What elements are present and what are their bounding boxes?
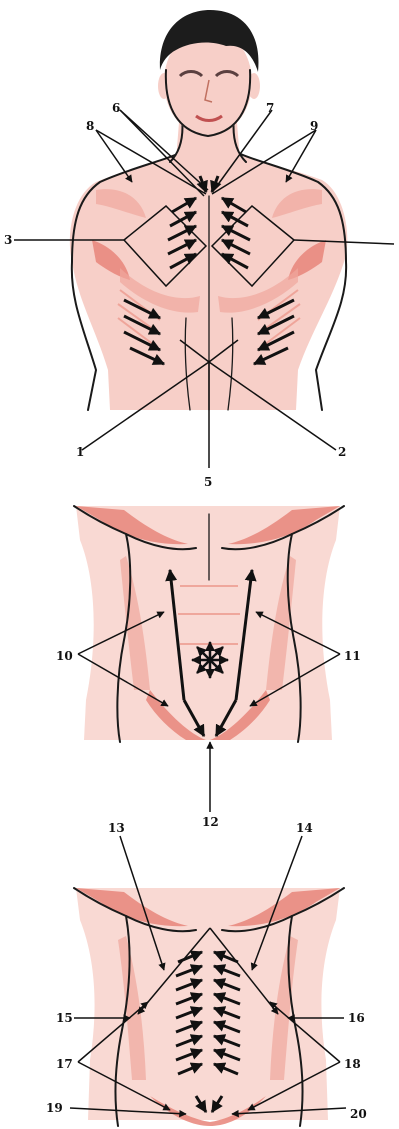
- label-5: 5: [204, 475, 212, 489]
- label-19: 19: [46, 1101, 63, 1115]
- label-17: 17: [56, 1057, 73, 1071]
- label-6: 6: [112, 101, 120, 115]
- label-7: 7: [266, 101, 274, 115]
- label-20: 20: [350, 1107, 367, 1121]
- label-13: 13: [108, 821, 125, 835]
- label-14: 14: [296, 821, 313, 835]
- panel-chest: 1 2 3 5 6 7 8 9: [4, 10, 394, 489]
- label-11: 11: [344, 649, 361, 663]
- label-16: 16: [348, 1011, 365, 1025]
- label-3: 3: [4, 233, 12, 247]
- panel-belly: 13 14 15 16 17 18 19 20: [46, 821, 367, 1126]
- label-10: 10: [56, 649, 73, 663]
- label-18: 18: [344, 1057, 361, 1071]
- panel-abdomen: 10 11 12: [56, 506, 361, 829]
- navel-star: [192, 642, 228, 678]
- label-15: 15: [56, 1011, 73, 1025]
- label-8: 8: [86, 119, 94, 133]
- label-2: 2: [338, 445, 346, 459]
- label-1: 1: [76, 445, 84, 459]
- label-12: 12: [202, 815, 219, 829]
- label-9: 9: [310, 119, 318, 133]
